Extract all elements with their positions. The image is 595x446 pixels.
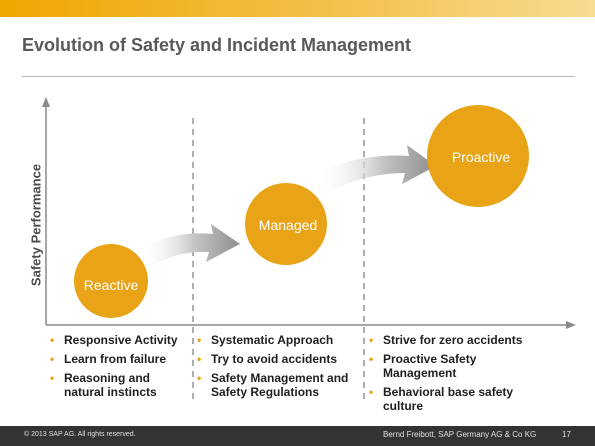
transition-arrow-1	[140, 224, 240, 276]
list-item: •Systematic Approach	[197, 333, 334, 347]
bullet-icon: •	[50, 371, 55, 385]
slide-title: Evolution of Safety and Incident Managem…	[22, 35, 412, 55]
stage-label-managed: Managed	[258, 217, 318, 233]
title-divider	[22, 76, 575, 77]
bullet-icon: •	[369, 352, 374, 366]
top-accent-bar	[0, 0, 595, 17]
page-number: 17	[562, 430, 571, 439]
list-item: •Responsive Activity	[50, 333, 178, 347]
stage-label-reactive: Reactive	[83, 277, 139, 293]
list-item: •Try to avoid accidents	[197, 352, 338, 366]
list-item: •Behavioral base safety culture	[369, 385, 514, 413]
y-axis-label: Safety Performance	[28, 163, 44, 287]
list-item: •Safety Management and Safety Regulation…	[197, 371, 349, 399]
list-item: •Strive for zero accidents	[369, 333, 523, 347]
bullet-icon: •	[197, 333, 202, 347]
bullet-icon: •	[197, 352, 202, 366]
copyright-text: © 2013 SAP AG. All rights reserved.	[24, 431, 136, 438]
list-item: •Proactive Safety Management	[369, 352, 477, 380]
managed-characteristics-list: •Systematic Approach •Try to avoid accid…	[197, 333, 363, 404]
bullet-icon: •	[197, 371, 202, 385]
proactive-characteristics-list: •Strive for zero accidents •Proactive Sa…	[369, 333, 549, 418]
transition-arrow-2	[318, 145, 436, 198]
y-axis-arrowhead	[42, 97, 50, 107]
slide-footer: © 2013 SAP AG. All rights reserved. Bern…	[0, 426, 595, 446]
bullet-icon: •	[369, 333, 374, 347]
stage-circle-reactive	[74, 244, 148, 318]
stage-label-proactive: Proactive	[451, 149, 511, 165]
list-item: •Learn from failure	[50, 352, 167, 366]
bullet-icon: •	[369, 385, 374, 399]
x-axis-arrowhead	[566, 321, 576, 329]
reactive-characteristics-list: •Responsive Activity •Learn from failure…	[50, 333, 190, 404]
list-item: •Reasoning and natural instincts	[50, 371, 157, 399]
bullet-icon: •	[50, 352, 55, 366]
stage-circle-managed	[245, 183, 327, 265]
bullet-icon: •	[50, 333, 55, 347]
stage-circle-proactive	[427, 105, 529, 207]
author-text: Bernd Freibott, SAP Germany AG & Co KG	[383, 430, 537, 439]
